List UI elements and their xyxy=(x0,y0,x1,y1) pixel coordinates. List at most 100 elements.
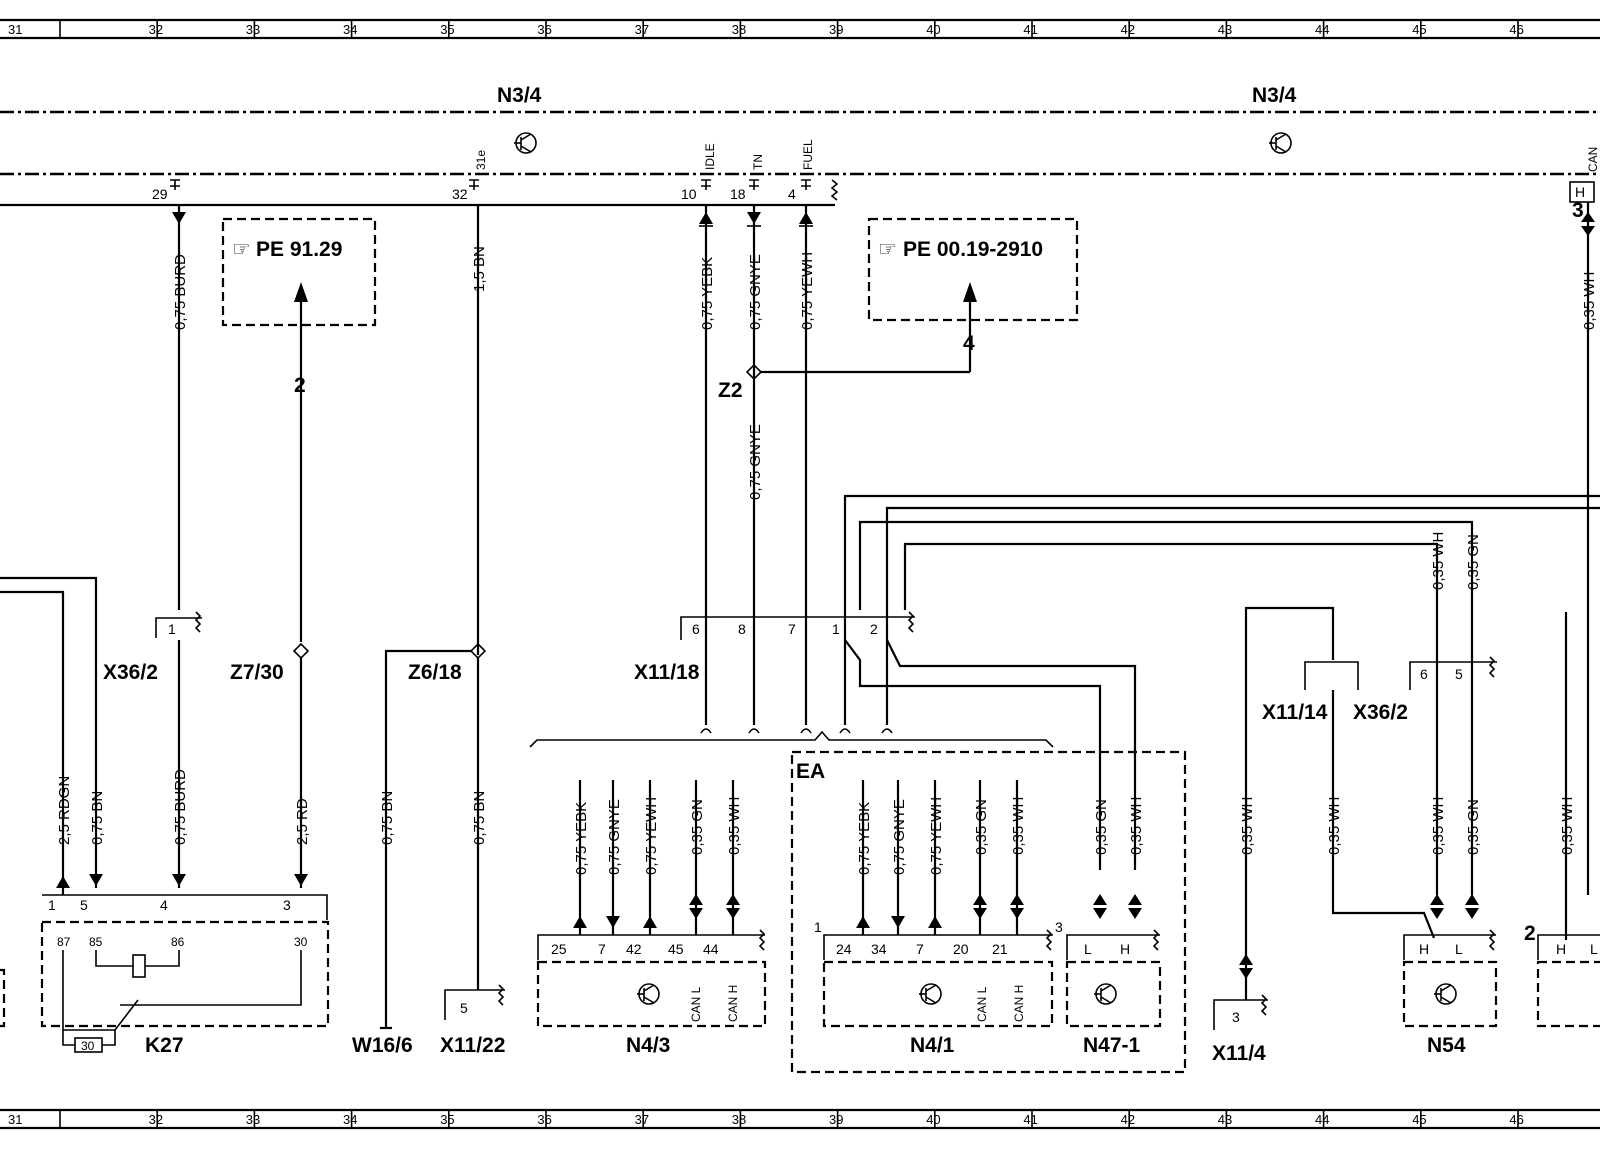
bidirectional-arrow-icon xyxy=(689,894,703,905)
n3-4-label-right: N3/4 xyxy=(1252,84,1297,107)
transistor-icon xyxy=(514,132,537,154)
connector-x36-2-left: 1 X36/2 xyxy=(103,611,202,888)
wire-end-caret xyxy=(748,728,760,734)
svg-text:1: 1 xyxy=(168,621,176,637)
svg-text:8: 8 xyxy=(738,621,746,637)
svg-text:N47-1: N47-1 xyxy=(1083,1034,1141,1057)
svg-text:L: L xyxy=(1084,941,1092,957)
svg-text:6: 6 xyxy=(1420,666,1428,682)
ruler-label: 44 xyxy=(1315,1112,1329,1127)
svg-text:0,35 WH: 0,35 WH xyxy=(726,797,743,855)
top-pin-stubs xyxy=(170,179,811,190)
svg-text:25: 25 xyxy=(551,941,567,957)
pin-4: 4 xyxy=(788,186,796,202)
svg-text:0,75 GNYE: 0,75 GNYE xyxy=(747,254,764,330)
svg-text:X11/14: X11/14 xyxy=(1262,701,1328,724)
n47-1-wires: 0,35 GN 0,35 WH xyxy=(1093,797,1145,855)
svg-text:1,5 BN: 1,5 BN xyxy=(471,246,488,292)
svg-text:87: 87 xyxy=(57,935,71,949)
svg-text:CAN L: CAN L xyxy=(975,986,989,1022)
module-n54[interactable]: H L N54 0,35 WH 0,35 GN xyxy=(1402,797,1498,1057)
svg-text:N4/1: N4/1 xyxy=(910,1034,955,1057)
module-far-right: 2 H L 0,35 WH xyxy=(1524,612,1600,1028)
svg-text:EA: EA xyxy=(796,760,825,783)
signal-tn: TN xyxy=(751,154,765,170)
ruler-label: 35 xyxy=(440,1112,454,1127)
bidirectional-arrow-icon xyxy=(689,908,703,919)
svg-text:CAN H: CAN H xyxy=(726,985,740,1022)
ruler-label: 45 xyxy=(1412,1112,1426,1127)
svg-text:2,5 RD: 2,5 RD xyxy=(294,798,311,845)
top-ruler xyxy=(0,18,1600,40)
ruler-label: 33 xyxy=(246,1112,260,1127)
svg-text:1: 1 xyxy=(48,897,56,913)
signal-arrow-icon xyxy=(606,916,620,928)
wire-end-caret xyxy=(800,728,812,734)
svg-text:0,75 YEWH: 0,75 YEWH xyxy=(928,797,945,875)
ruler-label: 38 xyxy=(732,22,746,37)
ruler-label: 41 xyxy=(1023,22,1037,37)
svg-text:X36/2: X36/2 xyxy=(1353,701,1408,724)
svg-text:0,75 GNYE: 0,75 GNYE xyxy=(747,424,764,500)
svg-text:X11/22: X11/22 xyxy=(440,1034,505,1057)
pin-18: 18 xyxy=(730,186,746,202)
bidirectional-arrow-icon xyxy=(726,908,740,919)
svg-text:0,35 GN: 0,35 GN xyxy=(689,799,706,855)
svg-text:L: L xyxy=(1455,941,1463,957)
left-harness xyxy=(0,576,98,888)
ruler-label: 39 xyxy=(829,1112,843,1127)
svg-text:CAN H: CAN H xyxy=(1012,985,1026,1022)
svg-text:0,75 BURD: 0,75 BURD xyxy=(172,769,189,845)
bidirectional-arrow-icon xyxy=(1430,908,1444,919)
n4-1-wires: 0,75 YEBK 0,75 GNYE 0,75 YEWH 0,35 GN 0,… xyxy=(856,780,1027,935)
wire-burd: 0,75 BURD xyxy=(172,205,189,610)
k27-wires: 2,5 RDGN 0,75 BN 0,75 BURD 2,5 RD xyxy=(56,769,311,895)
ruler-label: 36 xyxy=(537,22,551,37)
z2-label: Z2 xyxy=(718,379,743,402)
module-n4-1[interactable]: 1 24 34 7 20 21 CAN L CAN H N4/1 xyxy=(814,919,1054,1057)
wire-end-caret xyxy=(839,728,851,734)
svg-text:0,35 GN: 0,35 GN xyxy=(1093,799,1110,855)
signal-can: CAN xyxy=(1586,147,1600,172)
ruler-label: 34 xyxy=(343,1112,357,1127)
svg-text:34: 34 xyxy=(871,941,887,957)
pin-32: 32 xyxy=(452,186,468,202)
svg-text:7: 7 xyxy=(788,621,796,637)
bottom-ruler xyxy=(0,1108,1600,1130)
svg-text:5: 5 xyxy=(460,1000,468,1016)
svg-text:1: 1 xyxy=(814,919,822,935)
splice-z2: 4 Z2 xyxy=(718,282,977,402)
svg-text:2: 2 xyxy=(870,621,878,637)
pin-h: H xyxy=(1575,184,1585,200)
bidirectional-arrow-icon xyxy=(1010,908,1024,919)
signal-arrow-icon xyxy=(856,916,870,928)
svg-text:0,35 WH: 0,35 WH xyxy=(1010,797,1027,855)
svg-text:0,35 WH: 0,35 WH xyxy=(1559,797,1576,855)
ruler-label: 42 xyxy=(1121,22,1135,37)
ea-unit[interactable]: EA xyxy=(790,750,1187,1074)
reference-pe-00-19-2910[interactable]: ☞ PE 00.19-2910 xyxy=(867,217,1079,322)
connector-x11-22: 5 0,75 BN X11/22 xyxy=(440,791,505,1057)
module-n4-3[interactable]: 25 7 42 45 44 CAN L CAN H N4/3 xyxy=(536,929,767,1057)
svg-text:N4/3: N4/3 xyxy=(626,1034,670,1057)
ruler-label: 38 xyxy=(732,1112,746,1127)
svg-text:0,75 YEWH: 0,75 YEWH xyxy=(643,797,660,875)
svg-text:44: 44 xyxy=(703,941,719,957)
ruler-label: 34 xyxy=(343,22,357,37)
module-n47-1[interactable]: 3 L H N47-1 xyxy=(1055,919,1162,1057)
svg-text:30: 30 xyxy=(294,935,308,949)
n3-4-module: N3/4 N3/4 xyxy=(0,84,1600,176)
ruler-label: 41 xyxy=(1023,1112,1037,1127)
relay-k27[interactable]: 1 5 4 3 87 85 86 30 30 K27 xyxy=(40,894,330,1057)
svg-text:5: 5 xyxy=(1455,666,1463,682)
reference-pe-91-29[interactable]: ☞ PE 91.29 xyxy=(221,217,377,327)
svg-text:21: 21 xyxy=(992,941,1008,957)
svg-text:Z7/30: Z7/30 xyxy=(230,661,284,684)
pin-3: 3 xyxy=(1572,199,1584,222)
transistor-icon xyxy=(1434,983,1457,1005)
svg-text:85: 85 xyxy=(89,935,103,949)
ruler-label: 46 xyxy=(1509,1112,1523,1127)
wires-x36-2-right: 0,35 WH 0,35 GN xyxy=(1430,532,1482,895)
wire-end-caret xyxy=(700,728,712,734)
svg-text:30: 30 xyxy=(81,1039,95,1053)
